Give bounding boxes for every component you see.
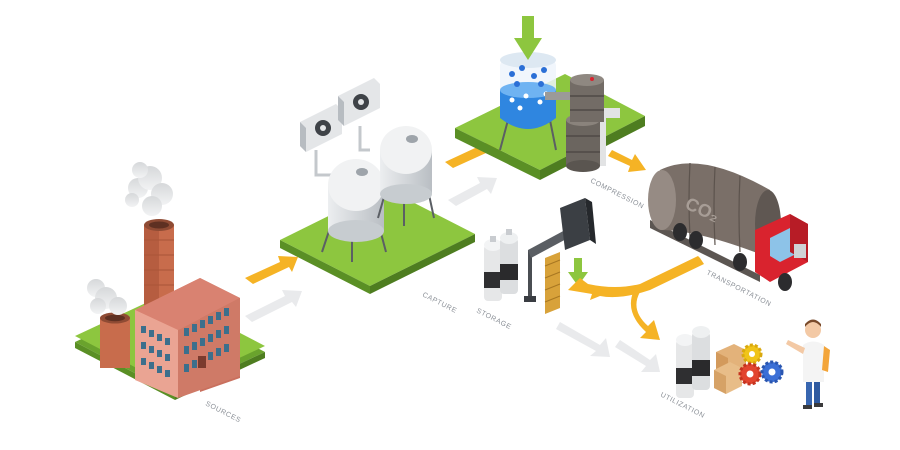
silo-icon (377, 126, 435, 226)
pipe-icon (545, 92, 620, 166)
label-storage: STORAGE (475, 308, 512, 332)
chimney-icon (100, 312, 130, 368)
arrow-icon (245, 256, 298, 284)
silo-icon (321, 159, 387, 262)
person-icon (786, 319, 830, 409)
label-sources: SOURCES (204, 401, 242, 425)
factory-building (135, 278, 240, 398)
gas-cylinder-icon (484, 229, 518, 301)
fan-icon (300, 78, 380, 152)
label-capture: CAPTURE (421, 292, 458, 315)
box-icon (714, 344, 746, 394)
barrel-icon (570, 74, 604, 122)
tanker-truck-icon (648, 162, 808, 291)
arrow-icon (568, 258, 588, 286)
arrow-icon (514, 16, 542, 60)
factory-icon (87, 162, 240, 398)
background-flow-arrows (245, 177, 660, 372)
label-compression: COMPRESSION (589, 178, 645, 211)
barrel-icon (566, 114, 600, 172)
gear-icon (741, 343, 763, 365)
gear-icon (738, 362, 762, 386)
pump-icon (524, 198, 596, 314)
gear-icon (760, 360, 784, 384)
gas-cylinder-icon (676, 326, 710, 398)
smoke-cloud (87, 162, 173, 315)
arrow-icon (568, 256, 704, 340)
arrow-icon (608, 150, 646, 172)
reactor-icon (499, 52, 557, 151)
